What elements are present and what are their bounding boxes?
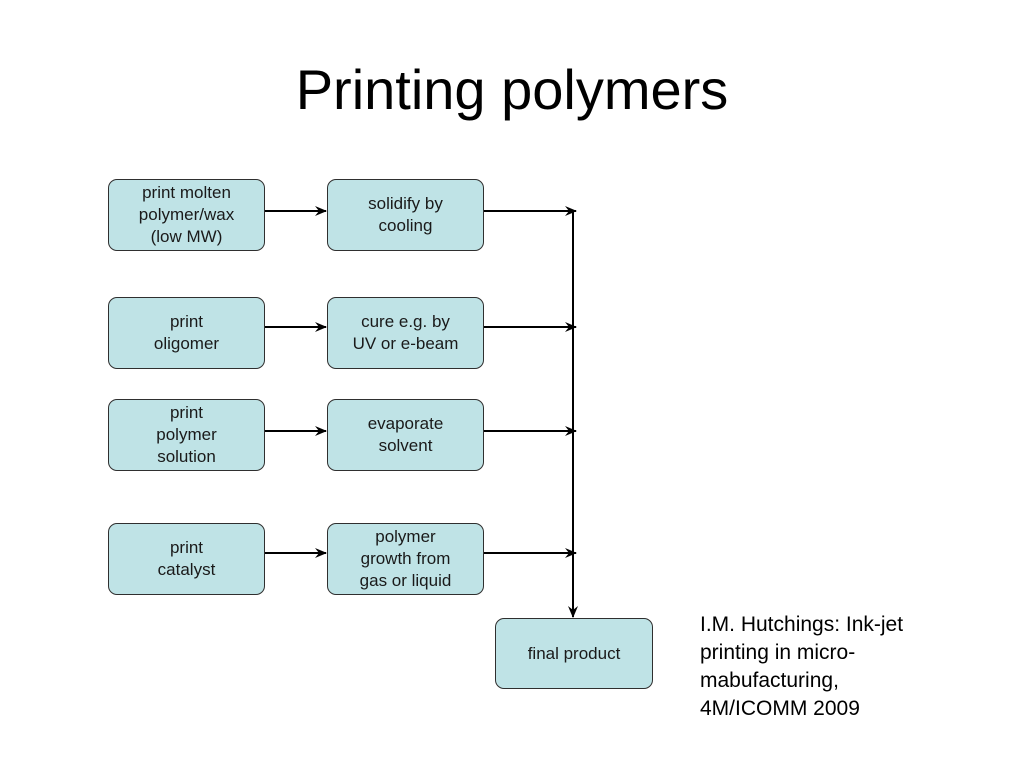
process-box-print-catalyst: print catalyst xyxy=(108,523,265,595)
result-box-polymer-growth: polymer growth from gas or liquid xyxy=(327,523,484,595)
final-product-box: final product xyxy=(495,618,653,689)
result-box-evaporate-solvent: evaporate solvent xyxy=(327,399,484,471)
citation-text: I.M. Hutchings: Ink-jet printing in micr… xyxy=(700,613,904,720)
result-box-solidify-by-cooling: solidify by cooling xyxy=(327,179,484,251)
process-box-print-molten-polymer: print molten polymer/wax (low MW) xyxy=(108,179,265,251)
process-box-print-polymer-solution: print polymer solution xyxy=(108,399,265,471)
result-box-cure-uv-ebeam: cure e.g. by UV or e-beam xyxy=(327,297,484,369)
page-title: Printing polymers xyxy=(295,58,729,121)
process-box-print-oligomer: print oligomer xyxy=(108,297,265,369)
